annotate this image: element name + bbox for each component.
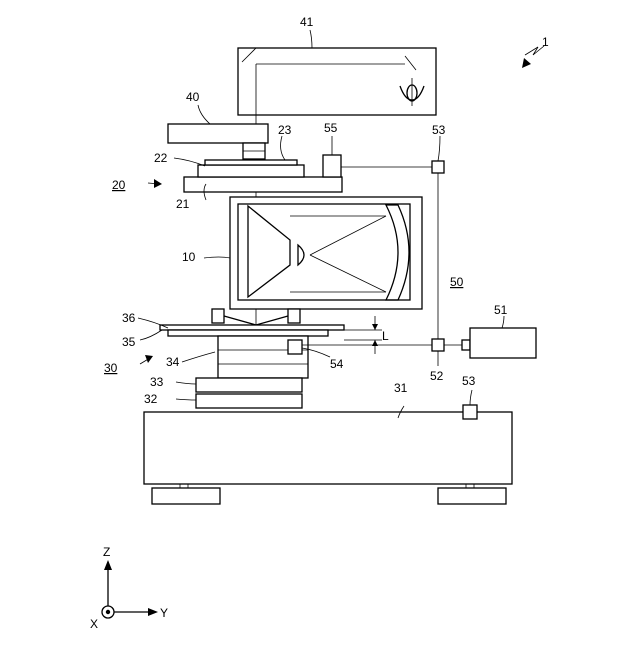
label-41: 41 (300, 15, 314, 29)
label-30: 30 (104, 361, 118, 375)
mask-stage-20 (184, 155, 342, 192)
substrate-stage-30 (144, 325, 512, 504)
label-51: 51 (494, 303, 508, 317)
label-33: 33 (150, 375, 164, 389)
label-53-bottom: 53 (462, 374, 476, 388)
alignment-unit-40 (168, 124, 268, 159)
label-53-top: 53 (432, 123, 446, 137)
coordinate-axes: Z Y X (90, 545, 168, 631)
axis-label-z: Z (103, 545, 110, 559)
label-31: 31 (394, 381, 408, 395)
label-36: 36 (122, 311, 136, 325)
axis-label-y: Y (160, 606, 168, 620)
label-22: 22 (154, 151, 168, 165)
label-21: 21 (176, 197, 190, 211)
projection-optics-10 (212, 197, 422, 325)
label-1: 1 (542, 35, 549, 49)
label-54: 54 (330, 357, 344, 371)
label-20: 20 (112, 178, 126, 192)
label-L: L (382, 329, 389, 343)
gap-dimension-L (344, 316, 382, 354)
label-32: 32 (144, 392, 158, 406)
label-35: 35 (122, 335, 136, 349)
label-40: 40 (186, 90, 200, 104)
axis-label-x: X (90, 617, 98, 631)
label-23: 23 (278, 123, 292, 137)
label-50: 50 (450, 275, 464, 289)
label-10: 10 (182, 250, 196, 264)
label-34: 34 (166, 355, 180, 369)
label-55: 55 (324, 121, 338, 135)
label-52: 52 (430, 369, 444, 383)
